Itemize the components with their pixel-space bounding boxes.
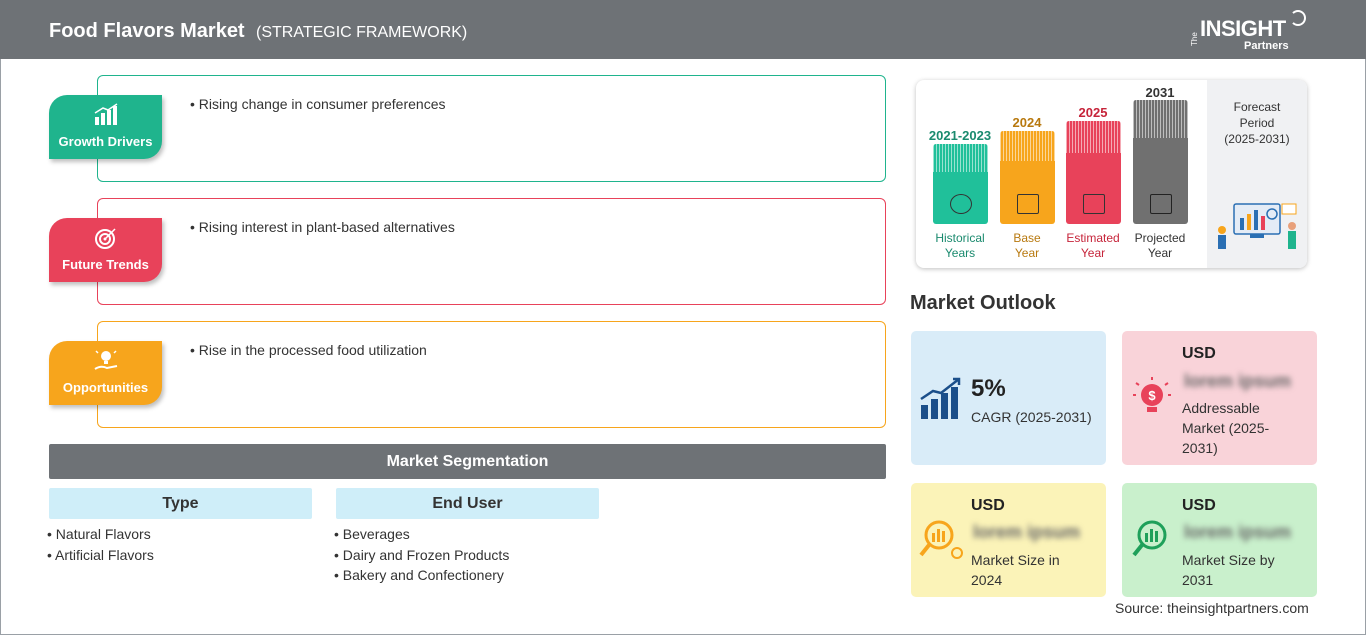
addressable-desc-line2: Market (2025- xyxy=(1182,420,1270,436)
projected-label-line2: Year xyxy=(1147,246,1173,260)
logo-arc-icon xyxy=(1290,10,1306,26)
future-trends-bullet: • Rising interest in plant-based alterna… xyxy=(190,219,455,235)
size-2024-desc: Market Size in 2024 xyxy=(971,550,1096,590)
future-trends-label: Future Trends xyxy=(62,257,149,272)
market-size-2024-card: USD lorem ipsum Market Size in 2024 xyxy=(911,483,1106,597)
forecast-line1: Forecast xyxy=(1233,100,1281,114)
opportunities-label: Opportunities xyxy=(62,380,149,395)
addressable-market-card: $ USD lorem ipsum Addressable Market (20… xyxy=(1122,331,1317,465)
segment-end-user-heading: End User xyxy=(336,488,599,519)
calendar-icon xyxy=(1017,194,1039,214)
source-text: Source: theinsightpartners.com xyxy=(1115,600,1309,616)
presentation-board-icon xyxy=(1150,194,1172,214)
lightbulb-hand-icon xyxy=(94,349,118,370)
addressable-usd: USD xyxy=(1182,345,1216,362)
growth-bar-chart-icon xyxy=(920,377,961,419)
analytics-team-illustration-icon xyxy=(1218,203,1297,249)
logo-partners: Partners xyxy=(1244,40,1289,52)
gear-chart-icon xyxy=(1083,194,1105,214)
page-title: Food Flavors Market xyxy=(49,20,245,42)
list-item: Artificial Flavors xyxy=(47,547,154,568)
projected-label-line1: Projected xyxy=(1134,231,1186,245)
base-bar xyxy=(1000,131,1055,224)
growth-drivers-tag: Growth Drivers xyxy=(49,95,162,159)
size-2024-value: lorem ipsum xyxy=(973,522,1081,542)
size-2024-usd: USD xyxy=(971,497,1005,514)
estimated-label: Estimated Year xyxy=(1058,231,1128,261)
list-item: Dairy and Frozen Products xyxy=(334,547,510,568)
opportunities-bullet: • Rise in the processed food utilization xyxy=(190,342,427,358)
market-size-2031-card: USD lorem ipsum Market Size by 2031 xyxy=(1122,483,1317,597)
historical-bar xyxy=(933,144,988,224)
market-segmentation-bar: Market Segmentation xyxy=(49,444,886,479)
svg-text:$: $ xyxy=(1148,388,1156,403)
projected-bar xyxy=(1133,100,1188,224)
growth-drivers-label: Growth Drivers xyxy=(58,134,153,149)
historical-label: Historical Years xyxy=(925,231,995,261)
base-label-line2: Year xyxy=(1014,246,1040,260)
addressable-desc-line3: 2031) xyxy=(1182,440,1218,456)
header-bar: Food Flavors Market (STRATEGIC FRAMEWORK… xyxy=(0,0,1366,59)
future-trends-tag: Future Trends xyxy=(49,218,162,282)
size-2031-value: lorem ipsum xyxy=(1184,522,1292,542)
addressable-desc: Addressable Market (2025- 2031) xyxy=(1182,398,1307,458)
forecast-line2: Period xyxy=(1239,116,1275,130)
segment-end-user-list: Beverages Dairy and Frozen Products Bake… xyxy=(334,526,510,588)
estimated-year: 2025 xyxy=(1078,105,1108,120)
logo-the: The xyxy=(1190,32,1199,46)
list-item: Beverages xyxy=(334,526,509,547)
size-2024-desc-line2: 2024 xyxy=(971,572,1003,588)
growth-drivers-box: • Rising change in consumer preferences xyxy=(97,75,886,182)
cagr-desc: CAGR (2025-2031) xyxy=(971,409,1092,425)
money-lightbulb-icon: $ xyxy=(1133,377,1171,412)
projected-year: 2031 xyxy=(1145,85,1175,100)
size-2031-desc: Market Size by 2031 xyxy=(1182,550,1307,590)
opportunities-box: • Rise in the processed food utilization xyxy=(97,321,886,428)
magnifier-chart-icon xyxy=(1132,520,1167,557)
bar-chart-growth-icon xyxy=(94,103,118,125)
target-icon xyxy=(95,228,116,249)
estimated-bar xyxy=(1066,121,1121,224)
growth-drivers-bullet: • Rising change in consumer preferences xyxy=(190,96,446,112)
list-item: Bakery and Confectionery xyxy=(334,567,509,588)
historical-year: 2021-2023 xyxy=(928,128,992,143)
estimated-label-line1: Estimated xyxy=(1066,231,1120,245)
size-2024-desc-line1: Market Size in xyxy=(971,552,1060,568)
segment-type-list: Natural Flavors Artificial Flavors xyxy=(47,526,154,567)
base-label: Base Year xyxy=(992,231,1062,261)
list-item: Natural Flavors xyxy=(47,526,154,547)
historical-label-line1: Historical xyxy=(935,231,985,245)
segment-type-heading: Type xyxy=(49,488,312,519)
insight-partners-logo[interactable]: The INSIGHT Partners xyxy=(1190,10,1310,54)
base-year: 2024 xyxy=(1012,115,1042,130)
cagr-card: 5% CAGR (2025-2031) xyxy=(911,331,1106,465)
cagr-value: 5% xyxy=(971,375,1006,402)
forecast-line3: (2025-2031) xyxy=(1224,132,1290,146)
future-trends-box: • Rising interest in plant-based alterna… xyxy=(97,198,886,305)
base-label-line1: Base xyxy=(1013,231,1041,245)
logo-insight: INSIGHT xyxy=(1200,16,1286,41)
opportunities-tag: Opportunities xyxy=(49,341,162,405)
addressable-desc-line1: Addressable xyxy=(1182,400,1260,416)
history-clock-icon xyxy=(950,194,972,214)
size-2031-usd: USD xyxy=(1182,497,1216,514)
historical-label-line2: Years xyxy=(944,246,976,260)
magnifier-chart-icon xyxy=(919,520,963,559)
market-outlook-title: Market Outlook xyxy=(910,292,1056,314)
size-2031-desc-line2: 2031 xyxy=(1182,572,1214,588)
addressable-value: lorem ipsum xyxy=(1184,371,1292,391)
forecast-period-text: Forecast Period (2025-2031) xyxy=(1214,99,1300,147)
page-subtitle: (STRATEGIC FRAMEWORK) xyxy=(256,24,468,41)
size-2031-desc-line1: Market Size by xyxy=(1182,552,1275,568)
projected-label: Projected Year xyxy=(1125,231,1195,261)
estimated-label-line2: Year xyxy=(1080,246,1106,260)
